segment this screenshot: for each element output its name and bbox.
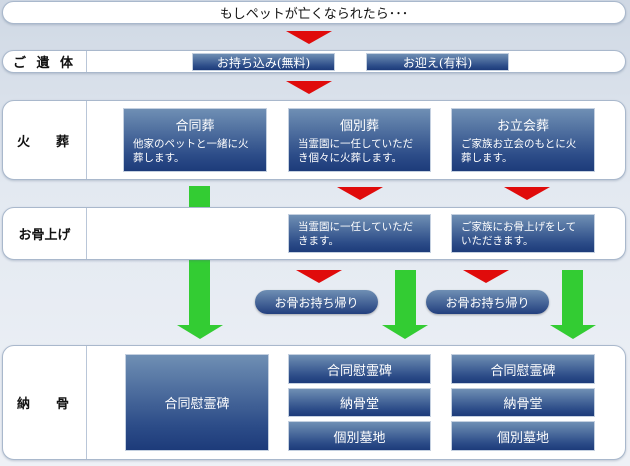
row-label: お骨上げ bbox=[3, 208, 87, 259]
down-arrow-red-icon bbox=[286, 81, 332, 94]
option-desc: 当霊園に一任していただきます。 bbox=[298, 221, 414, 247]
title-bar: もしペットが亡くなられたら･･･ bbox=[2, 1, 626, 24]
option-title: お立会葬 bbox=[496, 119, 549, 134]
option-joint-memorial[interactable]: 合同慰霊碑 bbox=[125, 354, 269, 451]
option-entrust[interactable]: 当霊園に一任していただきます。 bbox=[288, 214, 431, 253]
take-home-button[interactable]: お骨お持ち帰り bbox=[426, 290, 549, 314]
option-joint-memorial-2[interactable]: 合同慰霊碑 bbox=[288, 354, 431, 384]
down-arrow-green-icon bbox=[550, 325, 596, 339]
row-remains: ご 遺 体 お持ち込み(無料) お迎え(有料) bbox=[2, 50, 626, 73]
down-arrow-red-icon bbox=[504, 187, 550, 200]
option-joint-memorial-3[interactable]: 合同慰霊碑 bbox=[451, 354, 595, 384]
option-bring-in[interactable]: お持ち込み(無料) bbox=[192, 53, 335, 71]
option-individual-cremation[interactable]: 個別葬当霊園に一任していただき個々に火葬します。 bbox=[288, 108, 431, 172]
option-attended-cremation[interactable]: お立会葬ご家族お立会のもとに火葬します。 bbox=[451, 108, 595, 172]
option-desc: 他家のペットと一緒に火葬します。 bbox=[133, 138, 249, 164]
option-individual-grave-2[interactable]: 個別墓地 bbox=[288, 421, 431, 451]
down-arrow-red-icon bbox=[286, 31, 332, 44]
row-interment: 納骨 合同慰霊碑 合同慰霊碑 納骨堂 個別墓地 合同慰霊碑 納骨堂 個別墓地 bbox=[2, 345, 626, 460]
down-arrow-green-icon bbox=[177, 325, 223, 339]
option-family[interactable]: ご家族にお骨上げをしていただきます。 bbox=[451, 214, 595, 253]
option-desc: ご家族にお骨上げをしていただきます。 bbox=[461, 221, 577, 247]
option-ossuary-2[interactable]: 納骨堂 bbox=[288, 388, 431, 417]
option-title: 合同葬 bbox=[175, 119, 215, 134]
option-title: 個別葬 bbox=[339, 119, 379, 134]
option-joint-cremation[interactable]: 合同葬他家のペットと一緒に火葬します。 bbox=[123, 108, 267, 172]
option-desc: 当霊園に一任していただき個々に火葬します。 bbox=[298, 138, 414, 164]
down-arrow-red-icon bbox=[337, 187, 383, 200]
down-arrow-red-icon bbox=[463, 270, 509, 283]
option-ossuary-3[interactable]: 納骨堂 bbox=[451, 388, 595, 417]
option-desc: ご家族お立会のもとに火葬します。 bbox=[461, 138, 577, 164]
row-label: ご 遺 体 bbox=[3, 51, 87, 72]
down-arrow-green-icon bbox=[382, 325, 428, 339]
down-arrow-red-icon bbox=[296, 270, 342, 283]
green-arrow-shaft bbox=[562, 270, 583, 326]
label-char: 骨 bbox=[55, 397, 72, 412]
option-pickup[interactable]: お迎え(有料) bbox=[366, 53, 509, 71]
label-char: 納 bbox=[17, 397, 34, 412]
row-label: 火葬 bbox=[3, 101, 87, 179]
row-cremation: 火葬 合同葬他家のペットと一緒に火葬します。 個別葬当霊園に一任していただき個々… bbox=[2, 100, 626, 180]
label-char: 火 bbox=[17, 134, 34, 150]
take-home-button[interactable]: お骨お持ち帰り bbox=[255, 290, 378, 314]
option-individual-grave-3[interactable]: 個別墓地 bbox=[451, 421, 595, 451]
green-arrow-shaft bbox=[395, 270, 416, 326]
row-label: 納骨 bbox=[3, 346, 87, 459]
label-char: 葬 bbox=[55, 134, 72, 150]
row-bone-collection: お骨上げ 当霊園に一任していただきます。 ご家族にお骨上げをしていただきます。 bbox=[2, 207, 626, 260]
